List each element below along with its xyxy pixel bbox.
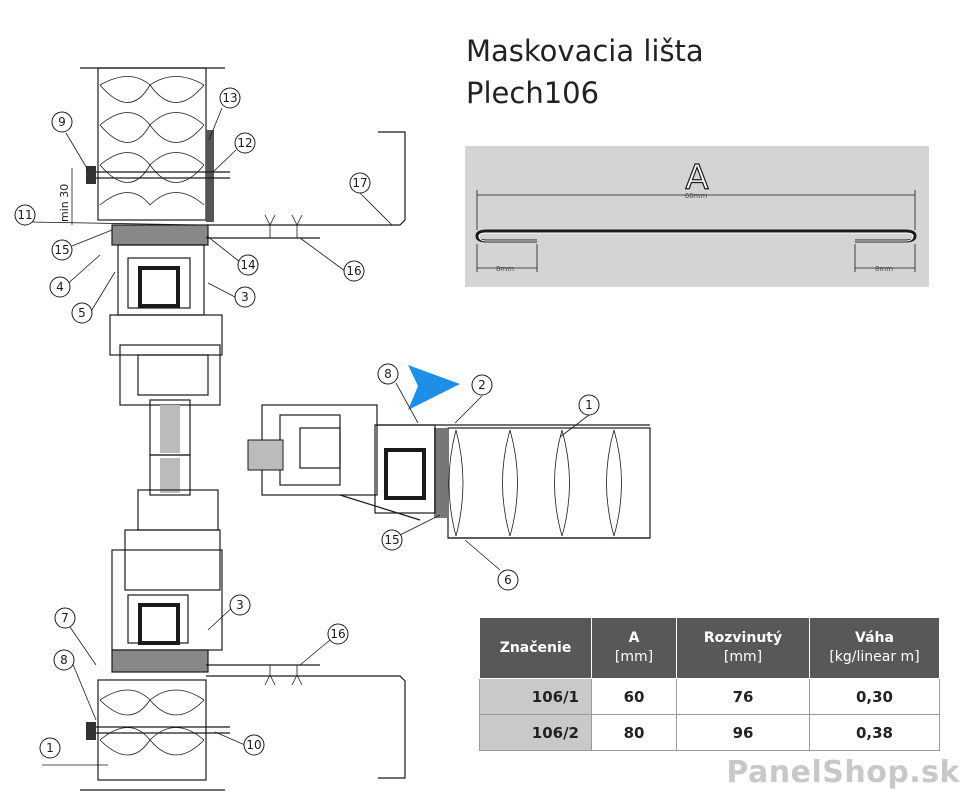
svg-text:16: 16: [346, 264, 361, 278]
callout-5: 5: [71, 271, 116, 324]
spec-table: Značenie A[mm] Rozvinutý[mm] Váha[kg/lin…: [479, 617, 940, 751]
header-a: A[mm]: [591, 617, 677, 679]
cell-a: 60: [591, 678, 677, 715]
cell-weight: 0,30: [809, 678, 940, 715]
svg-text:4: 4: [56, 280, 64, 294]
callout-8: 88: [53, 363, 419, 721]
cell-weight: 0,38: [809, 714, 940, 751]
title-line-1: Maskovacia lišta: [466, 34, 704, 68]
svg-text:1: 1: [46, 741, 54, 755]
svg-text:11: 11: [17, 208, 32, 222]
vertical-section: min 30: [58, 67, 406, 791]
callout-12: 12: [212, 132, 256, 173]
callout-3: 33: [207, 282, 256, 631]
callout-13: 13: [208, 87, 241, 141]
profile-label-a: A: [685, 158, 708, 198]
callout-4: 4: [49, 254, 101, 298]
table-row: 106/1 60 76 0,30: [479, 678, 940, 715]
profile-width-dim: 60mm: [685, 192, 708, 200]
callouts: 11 2 33 4 5 6 7 88 9 10 11 12 13 14 1515…: [14, 87, 600, 766]
svg-text:3: 3: [236, 598, 244, 612]
svg-text:15: 15: [54, 243, 69, 257]
header-rozvinuty: Rozvinutý[mm]: [676, 617, 810, 679]
title-line-2: Plech106: [466, 76, 600, 110]
cell-a: 80: [591, 714, 677, 751]
profile-diagram-panel: [465, 146, 929, 287]
svg-text:17: 17: [352, 176, 367, 190]
callout-14: 14: [206, 235, 259, 276]
cell-developed: 76: [676, 678, 810, 715]
profile-right-dim: 8mm: [875, 265, 893, 273]
svg-text:15: 15: [384, 533, 399, 547]
cell-code: 106/2: [479, 714, 592, 751]
dim-min30: min 30: [58, 184, 71, 222]
svg-text:2: 2: [478, 378, 486, 392]
profile-section: A 60mm 8mm 8mm: [475, 157, 917, 273]
svg-text:7: 7: [61, 611, 69, 625]
svg-text:14: 14: [240, 258, 255, 272]
callout-9: 9: [51, 111, 89, 171]
table-header-row: Značenie A[mm] Rozvinutý[mm] Váha[kg/lin…: [479, 617, 940, 679]
svg-text:16: 16: [330, 627, 345, 641]
horizontal-section: [247, 404, 651, 539]
callout-11: 11: [14, 204, 206, 226]
page-title: Maskovacia lišta Plech106: [466, 30, 704, 114]
svg-text:9: 9: [58, 115, 66, 129]
svg-text:6: 6: [504, 573, 512, 587]
svg-text:8: 8: [384, 367, 392, 381]
callout-1: 11: [39, 394, 600, 766]
cell-developed: 96: [676, 714, 810, 751]
cell-code: 106/1: [479, 678, 592, 715]
table-row: 106/2 80 96 0,38: [479, 714, 940, 751]
callout-7: 7: [54, 607, 97, 666]
svg-text:8: 8: [60, 653, 68, 667]
callout-6: 6: [464, 539, 519, 591]
brand-watermark: PanelShop.sk: [726, 755, 960, 790]
svg-text:10: 10: [246, 738, 261, 752]
svg-text:3: 3: [241, 290, 249, 304]
svg-text:1: 1: [585, 398, 593, 412]
svg-text:13: 13: [222, 91, 237, 105]
header-vaha: Váha[kg/linear m]: [809, 617, 940, 679]
svg-text:5: 5: [78, 306, 86, 320]
profile-left-dim: 8mm: [496, 265, 514, 273]
callout-10: 10: [214, 731, 265, 756]
header-oznacenie: Značenie: [479, 617, 592, 679]
pointer-arrow-icon: [408, 365, 460, 410]
callout-17: 17: [349, 172, 393, 226]
svg-text:12: 12: [237, 136, 252, 150]
callout-2: 2: [454, 374, 493, 424]
